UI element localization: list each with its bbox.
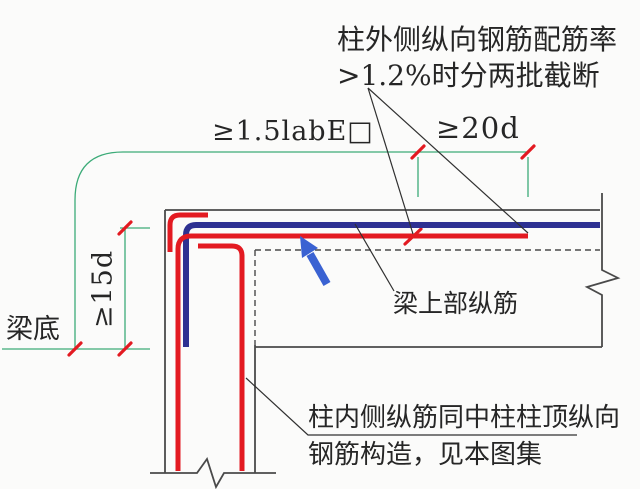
leader-cutoff-second <box>367 87 529 234</box>
beam-top-bar-label: 梁上部纵筋 <box>393 289 519 318</box>
beam-break-line <box>584 193 621 347</box>
top-note: 柱外侧纵向钢筋配筋率 >1.2%时分两批截断 <box>337 23 618 93</box>
tick-20d-left <box>410 144 426 160</box>
cutoff-stagger-dimension-label: ≥20d <box>436 111 520 145</box>
lap-length-dimension-label: ≥1.5labE□ <box>212 116 374 147</box>
leader-column-inner-bar <box>245 377 577 436</box>
extension-dimension-label: ≥15d <box>87 249 119 329</box>
top-note-line2: >1.2%时分两批截断 <box>337 59 600 93</box>
tick-beam-bottom-right <box>117 341 133 357</box>
lap-length-dimension-path <box>74 151 528 349</box>
leader-cutoff-first <box>367 87 414 235</box>
column-break-line <box>150 457 276 489</box>
top-note-line1: 柱外侧纵向钢筋配筋率 <box>337 23 618 56</box>
tick-20d-right <box>520 144 536 160</box>
leader-beam-top-bar <box>354 223 395 292</box>
tick-beam-bottom-left <box>67 341 83 357</box>
beam-bottom-label: 梁底 <box>6 314 60 345</box>
tick-15d-top <box>117 220 133 236</box>
pointer-arrow-shaft <box>306 252 331 286</box>
bottom-note-line2: 钢筋构造，见本图集 <box>308 439 543 470</box>
column-inner-rebar <box>198 243 245 471</box>
pointer-arrow <box>300 236 331 286</box>
joint-hidden-edges <box>254 249 600 345</box>
bottom-note-line1: 柱内侧纵筋同中柱柱顶纵向 <box>308 403 621 433</box>
beam-top-rebar <box>183 222 600 347</box>
concrete-outline <box>150 193 621 489</box>
bottom-note: 柱内侧纵筋同中柱柱顶纵向 钢筋构造，见本图集 <box>308 403 621 471</box>
column-outer-rebar <box>175 233 528 471</box>
corner-additional-bar <box>167 212 208 252</box>
leader-lines <box>245 87 577 436</box>
pointer-arrow-head <box>300 236 318 258</box>
rebar-layout <box>167 212 600 471</box>
